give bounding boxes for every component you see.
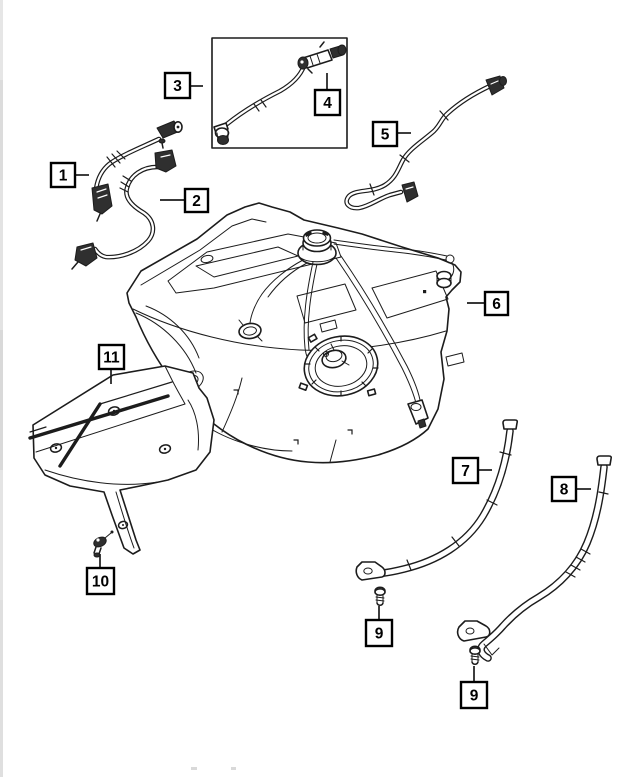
callout-box[interactable] bbox=[550, 475, 578, 503]
strap-bolt-rear bbox=[469, 645, 481, 665]
callout-6-fuel-tank[interactable]: 6 bbox=[467, 290, 510, 317]
callout-box[interactable] bbox=[483, 290, 510, 317]
tank-strap-right bbox=[456, 455, 613, 662]
callout-1-fuel-line-1[interactable]: 1 bbox=[49, 161, 89, 189]
callout-box[interactable] bbox=[163, 71, 192, 100]
callout-layer: 1 2 3 4 5 6 7 8 9 9 10 11 bbox=[49, 71, 591, 710]
fuel-pump-module bbox=[298, 333, 379, 397]
page-edge-artifact bbox=[0, 0, 3, 777]
elbow-connector-icon bbox=[213, 122, 230, 145]
vent-cap bbox=[238, 319, 263, 342]
callout-number: 11 bbox=[103, 350, 120, 367]
shield-grommets bbox=[49, 406, 172, 530]
callout-number: 8 bbox=[560, 482, 569, 499]
shield-x-brace bbox=[28, 381, 173, 468]
callout-number: 7 bbox=[461, 463, 470, 480]
quick-connector-icon bbox=[401, 181, 419, 203]
callout-9-strap-bolt-front[interactable]: 9 bbox=[364, 606, 394, 648]
strap-bolt-front bbox=[374, 586, 386, 606]
quick-connector-icon bbox=[71, 242, 98, 270]
lock-ring-ticks bbox=[304, 335, 379, 397]
callout-box[interactable] bbox=[459, 680, 489, 710]
callout-box[interactable] bbox=[313, 88, 342, 117]
callout-9-strap-bolt-rear[interactable]: 9 bbox=[459, 666, 489, 710]
callout-5-fuel-line-5[interactable]: 5 bbox=[371, 120, 411, 148]
callout-number: 3 bbox=[173, 78, 182, 95]
callout-box[interactable] bbox=[364, 618, 394, 648]
callout-7-tank-strap-left[interactable]: 7 bbox=[451, 456, 492, 485]
connector-fitting bbox=[297, 41, 347, 74]
callout-number: 6 bbox=[492, 296, 501, 313]
fuel-sender-cap bbox=[297, 229, 337, 266]
callout-number: 1 bbox=[59, 168, 68, 185]
callout-number: 5 bbox=[381, 127, 390, 144]
lower-right-connector bbox=[407, 399, 429, 429]
callout-box[interactable] bbox=[183, 187, 210, 214]
callout-box[interactable] bbox=[85, 566, 116, 596]
callout-box[interactable] bbox=[371, 120, 399, 148]
fuel-tank bbox=[126, 202, 465, 464]
fuel-line-2 bbox=[71, 138, 177, 270]
tank-strap-left bbox=[355, 419, 519, 581]
quick-connector-icon bbox=[91, 183, 113, 222]
callout-8-tank-strap-right[interactable]: 8 bbox=[550, 475, 591, 503]
callout-2-fuel-line-2[interactable]: 2 bbox=[160, 187, 210, 214]
right-elbow-connector bbox=[436, 254, 455, 289]
callout-number: 2 bbox=[192, 193, 201, 210]
quick-connector-icon bbox=[485, 75, 507, 96]
quick-connector-icon bbox=[154, 138, 177, 173]
callout-box[interactable] bbox=[97, 343, 126, 371]
callout-number: 4 bbox=[323, 95, 332, 112]
fuel-line-5 bbox=[344, 75, 507, 211]
push-pin-fastener bbox=[93, 530, 114, 558]
callout-3-inset-assembly[interactable]: 3 bbox=[163, 71, 203, 100]
heat-shield bbox=[28, 365, 215, 555]
callout-box[interactable] bbox=[49, 161, 77, 189]
callout-number: 10 bbox=[92, 574, 109, 591]
fuel-line-1 bbox=[91, 120, 183, 222]
quick-connector-icon bbox=[156, 120, 183, 139]
callout-10-push-pin-fastener[interactable]: 10 bbox=[85, 554, 116, 596]
callout-4-connector-fitting[interactable]: 4 bbox=[313, 73, 342, 117]
callout-number: 9 bbox=[375, 626, 384, 643]
scan-speck-artifact bbox=[191, 767, 236, 770]
callout-number: 9 bbox=[470, 688, 479, 705]
callout-box[interactable] bbox=[451, 456, 480, 485]
callout-11-heat-shield[interactable]: 11 bbox=[97, 343, 126, 384]
